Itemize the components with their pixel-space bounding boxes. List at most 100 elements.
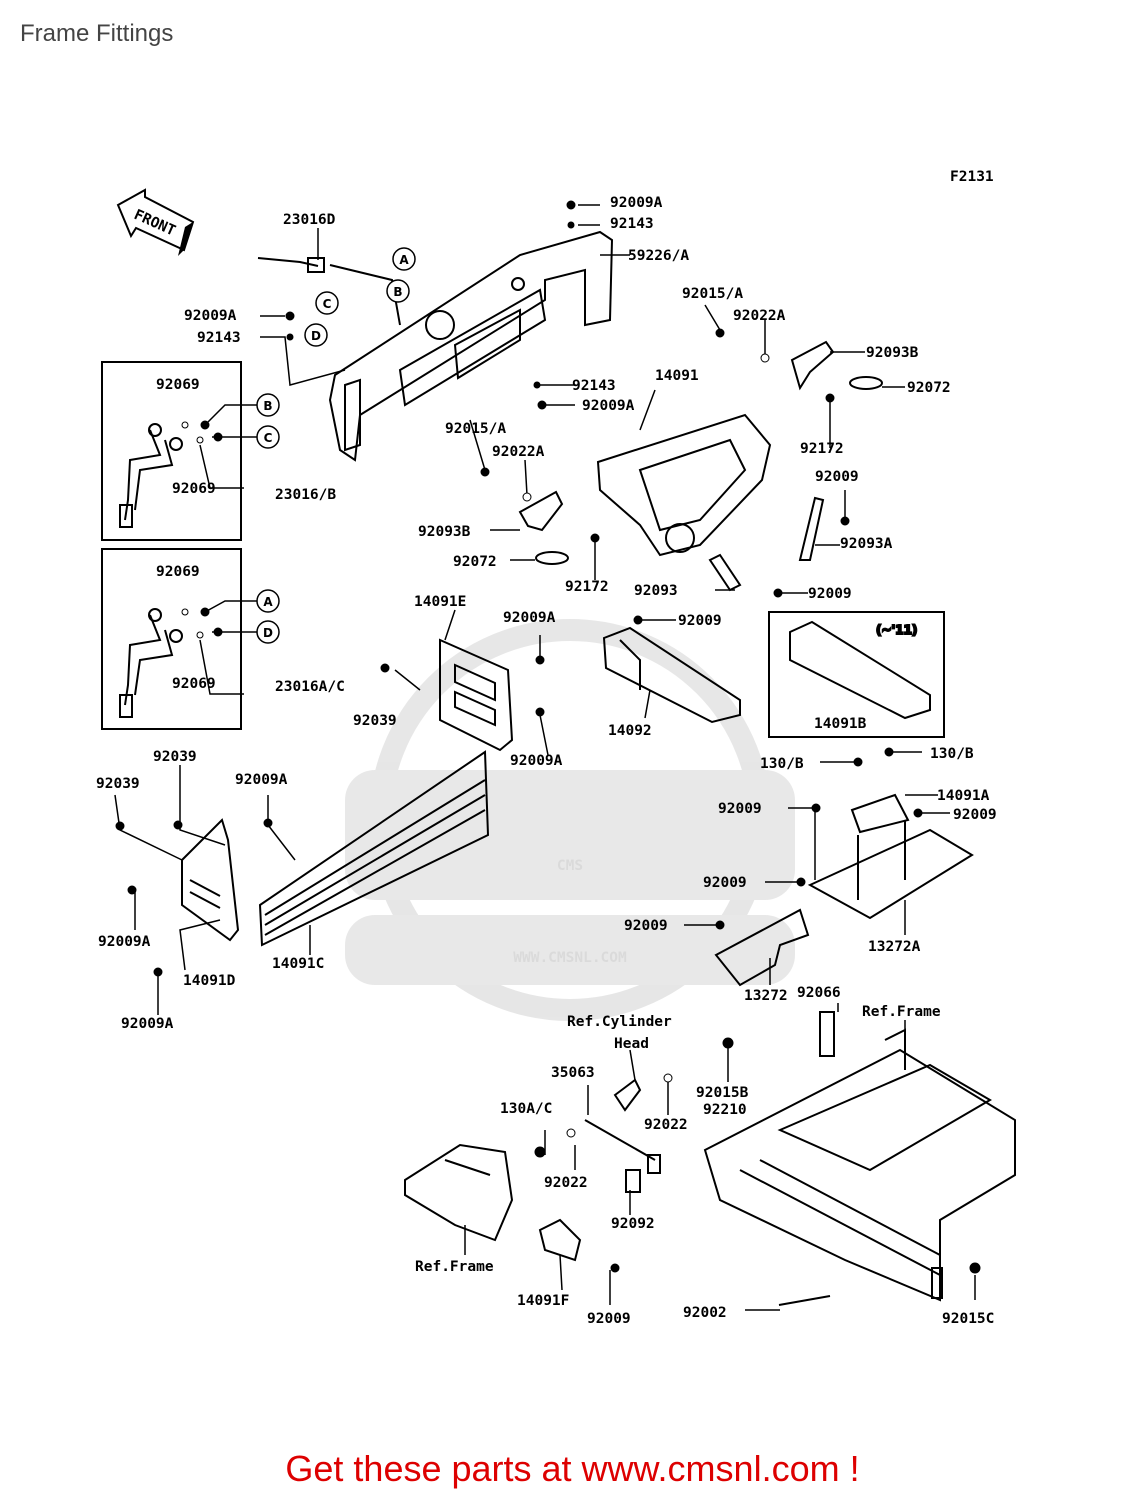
ref-frame-left bbox=[404, 1143, 514, 1242]
label-92009A: 92009A bbox=[610, 195, 663, 211]
label-14091: 14091 bbox=[655, 368, 699, 384]
callout-b-top: B bbox=[386, 279, 410, 303]
label-ref-frame: Ref.Frame bbox=[415, 1259, 494, 1275]
part-59226-tray bbox=[328, 230, 614, 462]
label-92002: 92002 bbox=[683, 1305, 727, 1321]
callout-a-top: A bbox=[392, 247, 416, 271]
cmsnl-watermark: CMS WWW.CMSNL.COM bbox=[345, 619, 795, 1021]
part-13272A bbox=[807, 793, 974, 920]
label-92009: 92009 bbox=[815, 469, 859, 485]
label-92172: 92172 bbox=[800, 441, 844, 457]
inset-23016B bbox=[101, 361, 242, 541]
part-14091E bbox=[439, 638, 514, 752]
label-92069: 92069 bbox=[156, 564, 200, 580]
label-130B: 130/B bbox=[760, 756, 804, 772]
svg-text:B: B bbox=[263, 399, 272, 413]
label-23016AC: 23016A/C bbox=[275, 679, 345, 695]
part-13272 bbox=[714, 908, 810, 987]
label-92072: 92072 bbox=[453, 554, 497, 570]
label-14092: 14092 bbox=[608, 723, 652, 739]
label-92022: 92022 bbox=[544, 1175, 588, 1191]
label-14091C: 14091C bbox=[272, 956, 324, 972]
label-59226A: 59226/A bbox=[628, 248, 689, 264]
label-92039: 92039 bbox=[153, 749, 197, 765]
callout-c-inset: C bbox=[256, 425, 280, 449]
label-92015A: 92015/A bbox=[682, 286, 743, 302]
label-130B: 130/B bbox=[930, 746, 974, 762]
label-92172: 92172 bbox=[565, 579, 609, 595]
part-23016D-pipe bbox=[257, 257, 401, 326]
label-92009A: 92009A bbox=[121, 1016, 174, 1032]
inset-note: (~'11) bbox=[876, 623, 917, 637]
label-92009A: 92009A bbox=[98, 934, 151, 950]
label-92143: 92143 bbox=[610, 216, 654, 232]
part-14092 bbox=[602, 626, 741, 724]
label-92066: 92066 bbox=[797, 985, 841, 1001]
label-ref-cylinder: Ref.Cylinder bbox=[567, 1014, 672, 1030]
label-92015A: 92015/A bbox=[445, 421, 506, 437]
label-92015C: 92015C bbox=[942, 1311, 994, 1327]
label-14091F: 14091F bbox=[517, 1293, 569, 1309]
label-92093B: 92093B bbox=[418, 524, 471, 540]
label-92069: 92069 bbox=[172, 676, 216, 692]
label-92009: 92009 bbox=[718, 801, 762, 817]
label-92015B: 92015B bbox=[696, 1085, 749, 1101]
ref-frame-main bbox=[703, 1028, 1016, 1302]
page-title: Frame Fittings bbox=[20, 20, 174, 47]
label-92022A: 92022A bbox=[492, 444, 545, 460]
callout-a-inset: A bbox=[256, 589, 280, 613]
label-35063: 35063 bbox=[551, 1065, 595, 1081]
part-14091-cover bbox=[596, 413, 772, 557]
label-14091D: 14091D bbox=[183, 973, 236, 989]
label-92093B: 92093B bbox=[866, 345, 919, 361]
label-92039: 92039 bbox=[96, 776, 140, 792]
label-92039: 92039 bbox=[353, 713, 397, 729]
label-92009A: 92009A bbox=[503, 610, 556, 626]
label-130AC: 130A/C bbox=[500, 1101, 552, 1117]
watermark-logo-text: CMS bbox=[557, 858, 583, 874]
label-92072: 92072 bbox=[907, 380, 951, 396]
label-92009: 92009 bbox=[624, 918, 668, 934]
callout-c-top: C bbox=[315, 291, 339, 315]
svg-text:A: A bbox=[399, 253, 409, 267]
label-92093: 92093 bbox=[634, 583, 678, 599]
footer-cta-link[interactable]: Get these parts at www.cmsnl.com ! bbox=[285, 1448, 860, 1489]
label-92143: 92143 bbox=[572, 378, 616, 394]
label-92022A: 92022A bbox=[733, 308, 786, 324]
callout-b-inset: B bbox=[256, 393, 280, 417]
svg-text:C: C bbox=[323, 297, 332, 311]
label-92009: 92009 bbox=[587, 1311, 631, 1327]
brackets-92093 bbox=[518, 340, 883, 592]
label-92210: 92210 bbox=[703, 1102, 747, 1118]
label-92009A: 92009A bbox=[235, 772, 288, 788]
svg-text:C: C bbox=[264, 431, 273, 445]
label-92009: 92009 bbox=[703, 875, 747, 891]
label-92009A: 92009A bbox=[184, 308, 237, 324]
callout-d-top: D bbox=[304, 323, 328, 347]
label-14091A: 14091A bbox=[937, 788, 990, 804]
svg-text:D: D bbox=[263, 626, 273, 640]
part-labels: 92009A 92143 59226/A 23016D 92009A 92143… bbox=[96, 195, 997, 1327]
label-13272A: 13272A bbox=[868, 939, 921, 955]
inset-23016AC bbox=[101, 548, 242, 730]
front-arrow-icon: FRONT bbox=[116, 188, 195, 256]
label-92092: 92092 bbox=[611, 1216, 655, 1232]
svg-text:A: A bbox=[263, 595, 273, 609]
label-ref-frame: Ref.Frame bbox=[862, 1004, 941, 1020]
fastener-icons bbox=[115, 200, 981, 1274]
svg-text:B: B bbox=[393, 285, 402, 299]
inset-14091B: (~'11) bbox=[768, 611, 945, 738]
callout-circles: A B C D B C A D bbox=[256, 247, 416, 644]
label-92009A: 92009A bbox=[510, 753, 563, 769]
label-92093A: 92093A bbox=[840, 536, 893, 552]
part-14091D bbox=[181, 818, 240, 942]
figure-code: F2131 bbox=[950, 169, 994, 185]
label-92009: 92009 bbox=[808, 586, 852, 602]
label-14091E: 14091E bbox=[414, 594, 466, 610]
label-13272: 13272 bbox=[744, 988, 788, 1004]
svg-text:D: D bbox=[311, 329, 321, 343]
part-35063-rod bbox=[584, 1011, 835, 1306]
part-14091C bbox=[258, 750, 490, 947]
callout-d-inset: D bbox=[256, 620, 280, 644]
